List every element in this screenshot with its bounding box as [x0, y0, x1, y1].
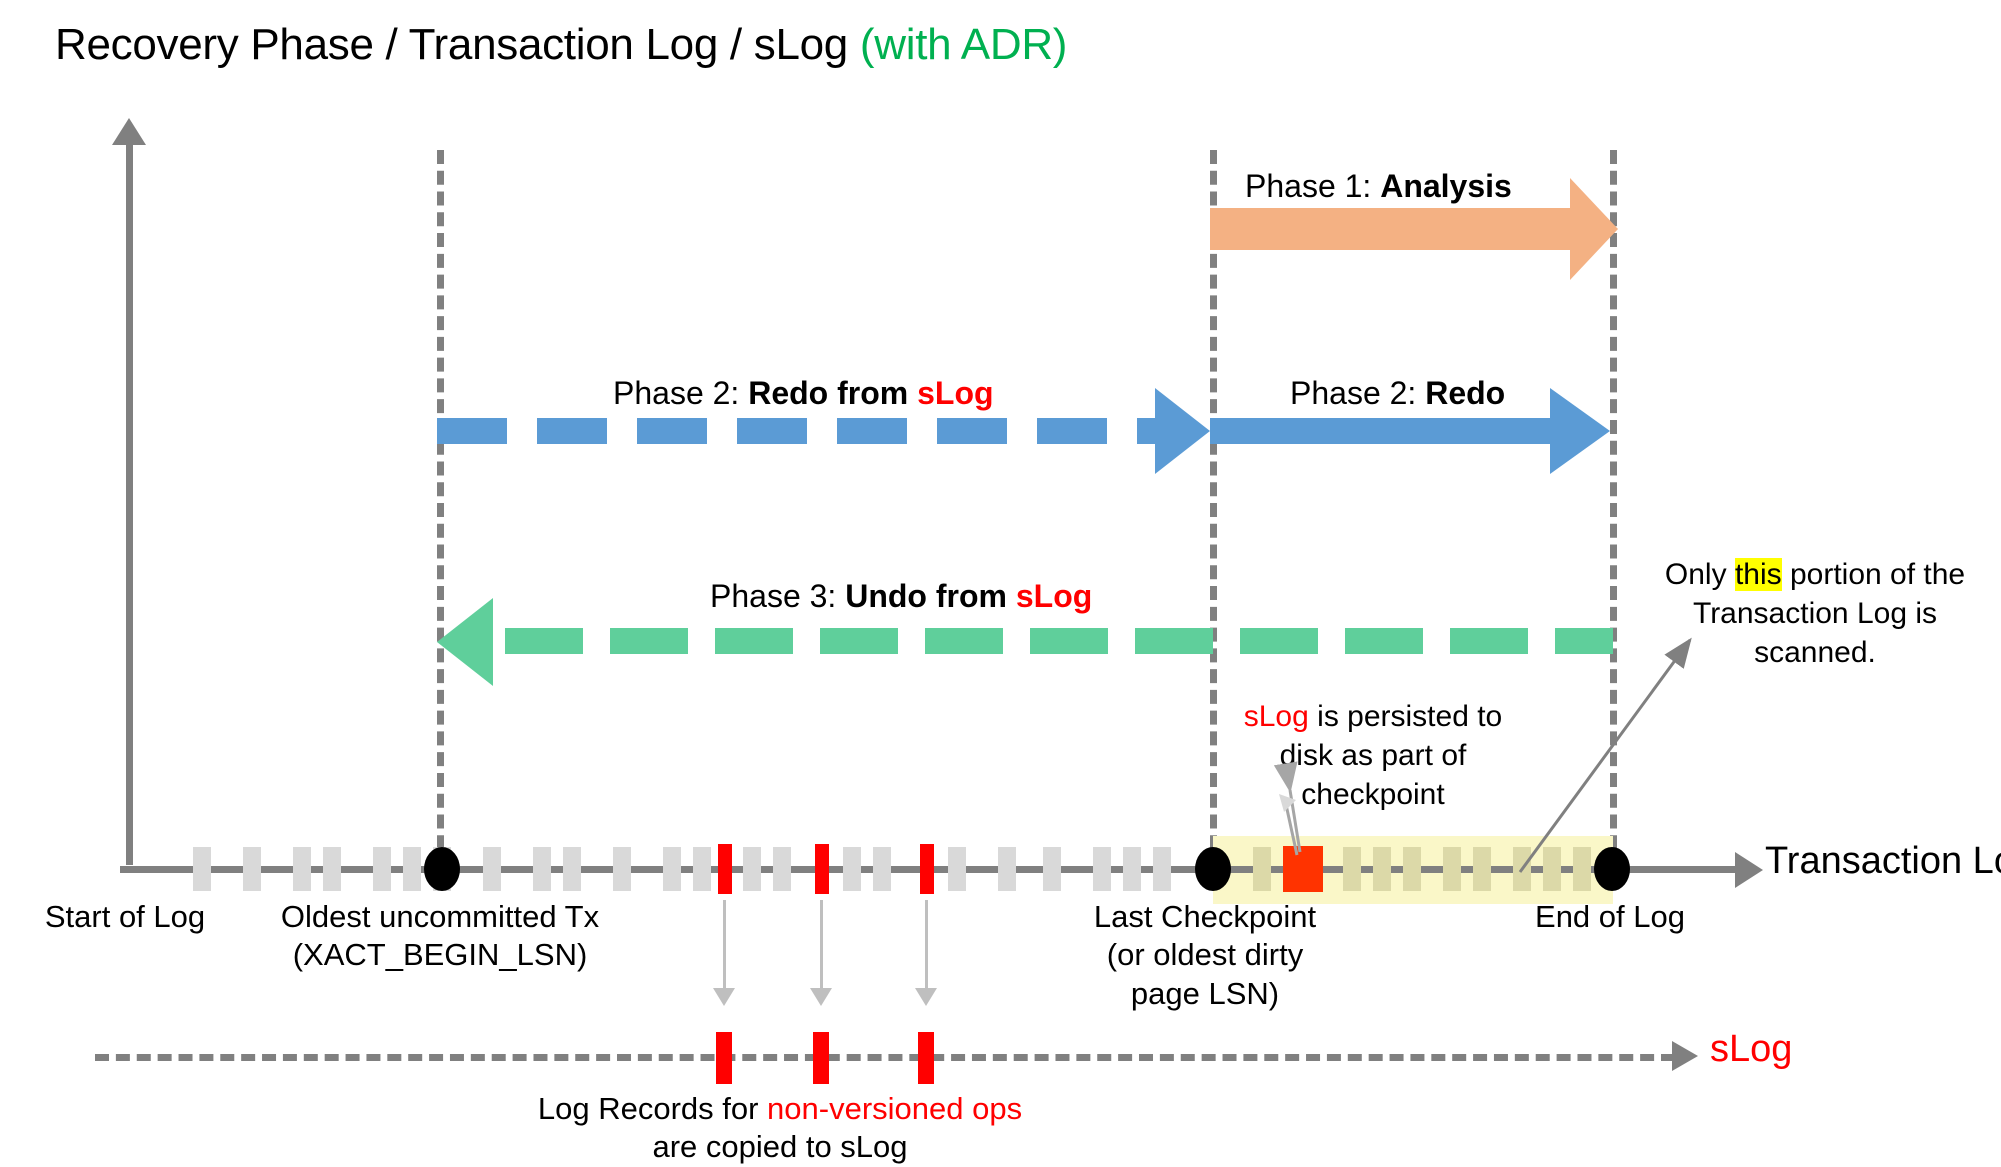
scanned-note-line2: Transaction Log is scanned.: [1692, 597, 1937, 669]
label-oldest-uncommitted-tx-main: Oldest uncommitted Tx: [280, 899, 600, 934]
phase-1-arrow-body: [1210, 208, 1570, 250]
phase-3-arrow-head: [437, 598, 493, 686]
slog-axis-label: sLog: [1710, 1028, 1793, 1070]
label-oldest-uncommitted-tx: Oldest uncommitted Tx(XACT_BEGIN_LSN): [255, 898, 625, 975]
node-oldest-uncommitted-tx: [424, 847, 460, 891]
vertical-axis-arrowhead: [112, 118, 146, 145]
phase-2b-arrow-body: [1210, 418, 1550, 444]
phase-3-prefix: Phase 3:: [710, 578, 846, 614]
node-last-checkpoint: [1195, 847, 1231, 891]
phase-1-arrow-head: [1570, 178, 1618, 280]
transaction-log-arrowhead: [1735, 852, 1763, 888]
scanned-note-highlight: this: [1734, 558, 1782, 591]
slog-caption-highlight: non-versioned ops: [767, 1091, 1023, 1126]
checkpoint-note: sLog is persisted to disk as part of check…: [1228, 697, 1518, 814]
label-start-of-log: Start of Log: [44, 899, 206, 934]
phase-2b-prefix: Phase 2:: [1290, 375, 1426, 411]
phase-3-label: Phase 3: Undo from sLog: [710, 578, 1092, 615]
label-last-checkpoint-main: Last Checkpoint: [1093, 899, 1317, 934]
checkpoint-note-line3: checkpoint: [1301, 778, 1445, 811]
phase-2b-label: Phase 2: Redo: [1290, 375, 1505, 412]
vertical-axis-line: [126, 135, 133, 865]
scanned-note-a: Only: [1664, 558, 1735, 591]
label-oldest-uncommitted-tx-sub: (XACT_BEGIN_LSN): [292, 937, 588, 973]
phase-2b-name: Redo: [1425, 375, 1506, 411]
page-title: Recovery Phase / Transaction Log / sLog …: [55, 20, 1067, 70]
slog-arrowhead: [1672, 1041, 1698, 1071]
phase-3-highlight: sLog: [1015, 578, 1093, 614]
page-title-adr: (with ADR): [859, 20, 1068, 69]
scanned-note-leader: [1518, 637, 1692, 873]
phase-2a-arrow-head: [1155, 388, 1210, 474]
phase-2b-arrow-head: [1550, 388, 1610, 474]
label-last-checkpoint-sub: (or oldest dirty page LSN): [1106, 937, 1304, 1011]
phase-1-name: Analysis: [1380, 168, 1512, 204]
checkpoint-note-slog: sLog: [1243, 700, 1309, 733]
slog-checkpoint-record: [1283, 846, 1323, 892]
guide-line-last-checkpoint: [1210, 150, 1217, 870]
node-end-of-log: [1594, 847, 1630, 891]
checkpoint-note-line2: disk as part of: [1279, 739, 1467, 772]
label-last-checkpoint: Last Checkpoint(or oldest dirty page LSN…: [1085, 898, 1325, 1013]
scanned-note-b: portion of the: [1781, 558, 1966, 591]
phase-2a-prefix: Phase 2:: [613, 375, 749, 411]
transaction-log-axis-label: Transaction Log: [1765, 840, 2001, 882]
phase-3-name: Undo from: [845, 578, 1016, 614]
slog-axis: [95, 1054, 1675, 1061]
guide-line-oldest-tx: [437, 150, 444, 870]
slog-caption-prefix: Log Records for: [537, 1091, 768, 1126]
phase-1-prefix: Phase 1:: [1245, 168, 1381, 204]
label-end-of-log: End of Log: [1535, 899, 1685, 934]
guide-line-end-of-log: [1610, 150, 1617, 870]
phase-1-label: Phase 1: Analysis: [1245, 168, 1512, 205]
page-title-main: Recovery Phase / Transaction Log / sLog: [55, 20, 860, 69]
checkpoint-note-rest: is persisted to: [1308, 700, 1503, 733]
phase-2a-name: Redo from: [748, 375, 918, 411]
phase-2a-highlight: sLog: [917, 375, 994, 411]
phase-2a-label: Phase 2: Redo from sLog: [613, 375, 994, 412]
